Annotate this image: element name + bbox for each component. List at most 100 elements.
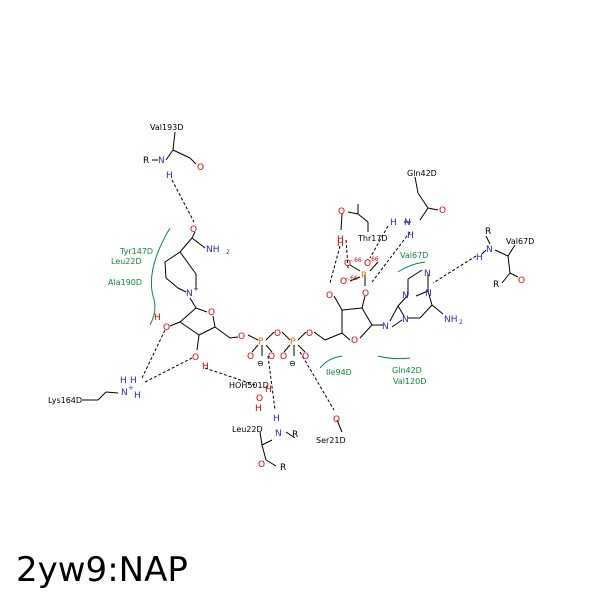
atom-o3: O (192, 353, 199, 363)
atom-o-p3b: O (340, 277, 347, 287)
atom-o-thr17: O (338, 207, 345, 217)
atom-n-plus: N (186, 289, 193, 299)
hydrophobic-tyr147: Tyr147D (119, 247, 153, 256)
atom-o-gln42: O (439, 206, 446, 216)
atom-o2: O (163, 323, 170, 333)
hbond-lys164-o3 (144, 357, 193, 383)
hydrophobic-arc-gln42 (377, 355, 411, 360)
residue-leu22: Leu22D (232, 425, 263, 434)
hydrophobic-ala190: Ala190D (108, 278, 142, 287)
hbond-gln42-phosphate (371, 231, 411, 283)
atom-h-gln42b: H (407, 231, 414, 241)
atom-n7: N (402, 315, 409, 325)
charge-p3a: -.66 (350, 257, 362, 264)
atom-n-adenine: N (425, 289, 432, 299)
atom-o-bridge: O (274, 329, 281, 339)
residue-val67: Val67D (506, 237, 534, 246)
atom-o-p1b: O (268, 352, 275, 362)
atom-h-hoh-a: H (265, 385, 272, 395)
residue-ser21: Ser21D (316, 436, 346, 445)
atom-o-ribose1: O (208, 308, 215, 318)
hydrophobic-arcs (149, 227, 426, 369)
hbond-hoh501-o3 (204, 367, 256, 386)
atom-o-p3c: O (364, 259, 371, 269)
atom-o-p2b: O (302, 352, 309, 362)
atom-o-ribose2: O (351, 336, 358, 346)
atom-n-val193: N (158, 156, 165, 166)
hydrophobic-arc-tyr147 (149, 227, 171, 326)
hbond-lys164-o2 (141, 329, 166, 379)
atom-r-leu22b: R (280, 463, 286, 473)
atom-h-o2: H (154, 313, 161, 323)
atom-h-o3: H (202, 362, 209, 372)
atom-n-lys: N (121, 388, 128, 398)
atom-o-hoh: O (256, 394, 263, 404)
atom-o-p2-out: O (306, 329, 313, 339)
atom-h-leu22: H (273, 414, 280, 424)
hydrophobic-val67: Val67D (400, 251, 428, 260)
atom-h-hoh-b: H (255, 404, 262, 414)
residue-gln42: Gln42D (407, 169, 437, 178)
atom-o-p1a: O (247, 352, 254, 362)
charge-p2: ⊖ (289, 359, 296, 368)
atom-h-lys-a: H (120, 376, 127, 386)
hbond-val193-amide (171, 179, 195, 223)
atom-n-gln42: N (404, 218, 411, 228)
atom-n3: N (402, 291, 409, 301)
hydrophobic-arc-val67 (397, 261, 426, 273)
atom-o3-adenosine: O (326, 291, 333, 301)
atom-o-amide: O (190, 225, 197, 235)
residue-hoh501: HOH501D (229, 381, 269, 390)
atom-r-val193: R (143, 156, 149, 166)
atom-nh2-amide: NH (206, 245, 220, 255)
atom-nh2-adenine: NH (444, 315, 458, 325)
atom-o-p2a: O (280, 352, 287, 362)
atom-h-lys-b: H (130, 376, 137, 386)
atom-o-leu22: O (258, 460, 265, 470)
atom-r-leu22: R (292, 430, 298, 440)
atom-p2: P (290, 337, 296, 347)
residue-thr17: Thr17D (357, 234, 388, 243)
atom-o-val67: O (518, 276, 525, 286)
atom-o2-adenosine: O (362, 289, 369, 299)
hydrophobic-labels: Tyr147D Leu22D Ala190D Val67D Ile94D Gln… (108, 247, 428, 386)
atom-h-val193: H (166, 171, 173, 181)
atom-o-val193: O (197, 163, 204, 173)
charge-p3c: -.66 (346, 275, 358, 282)
hbond-val67-adenine (432, 255, 477, 284)
atom-labels: O R N H O NH 2 N + O H O O H O P O P O O… (120, 156, 525, 473)
hbond-ser21-phosphate (299, 351, 335, 411)
hbond-leu22-phosphate (267, 355, 276, 411)
atom-h-val67: H (476, 253, 483, 263)
atom-o-p3a: O (344, 259, 351, 269)
atom-h-o3-adenosine: H (337, 239, 344, 249)
atom-n-leu22: N (275, 429, 282, 439)
hydrogen-bonds (141, 179, 477, 411)
atom-h-thr17: H (337, 235, 344, 245)
hydrophobic-gln42: Gln42D (392, 366, 422, 375)
residue-labels: Val193D Thr17D Gln42D Val67D Lys164D HOH… (48, 123, 534, 445)
atom-nh2-amide-sub: 2 (226, 249, 230, 256)
charge-p3b: -.66 (367, 256, 379, 263)
residue-val193: Val193D (150, 123, 183, 132)
atom-n-plus-sign: + (193, 285, 199, 293)
atom-p3: P (361, 271, 367, 281)
atom-n9: N (382, 322, 389, 332)
atom-o-ser21: O (333, 415, 340, 425)
atom-n1: N (424, 269, 431, 279)
hbond-thr17-phosphate-b (369, 225, 389, 259)
atom-r-val67b: R (493, 280, 499, 290)
hydrophobic-val120: Val120D (393, 377, 426, 386)
atom-n-val67: N (486, 245, 493, 255)
hbond-thr17-o2 (329, 245, 341, 284)
hydrophobic-leu22: Leu22D (111, 257, 142, 266)
residue-lys164: Lys164D (48, 396, 82, 405)
hydrophobic-arc-ile94 (319, 355, 343, 369)
hydrophobic-ile94: Ile94D (326, 368, 352, 377)
diagram-title: 2yw9:NAP (16, 550, 188, 590)
atom-o5: O (238, 332, 245, 342)
atom-r-val67: R (485, 227, 491, 237)
charge-p1: ⊖ (257, 359, 264, 368)
atom-h-lys-c: H (134, 391, 141, 401)
